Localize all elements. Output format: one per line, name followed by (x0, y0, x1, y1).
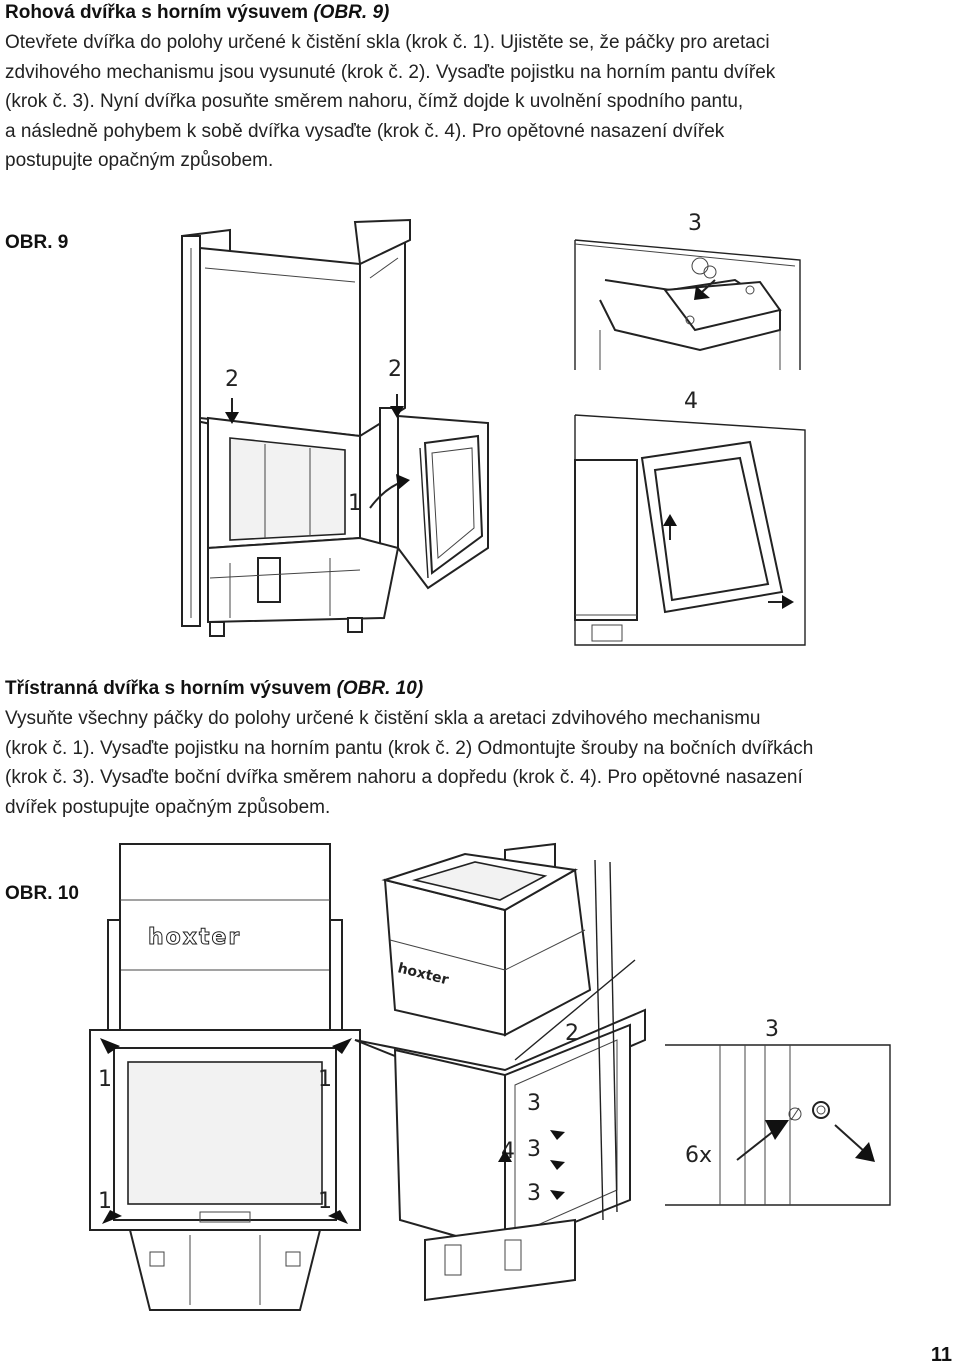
step-2-label: 2 (388, 357, 402, 382)
section1-paragraph: Otevřete dvířka do polohy určené k čistě… (5, 28, 950, 176)
step-3-label: 3 (765, 1017, 779, 1042)
paragraph-line: (krok č. 3). Nyní dvířka posuňte směrem … (5, 91, 744, 112)
step-3-label: 3 (688, 211, 702, 236)
page-number: 11 (930, 1344, 952, 1366)
paragraph-line: dvířek postupujte opačným způsobem. (5, 796, 331, 818)
figure9-fireplace-drawing: 2 2 1 (181, 218, 489, 637)
figure10-screw-detail: 3 6x (665, 1017, 891, 1206)
figure10-perspective-view: hoxter 2 3 3 3 4 (354, 842, 646, 1302)
section2-figure-ref: (OBR. 10) (336, 678, 424, 699)
paragraph-line: a následně pohybem k sobě dvířka vysaďte… (5, 120, 725, 142)
step-2-label: 2 (225, 367, 239, 392)
paragraph-line: Otevřete dvířka do polohy určené k čistě… (5, 32, 770, 53)
step-3-label: 3 (527, 1137, 541, 1162)
section2-paragraph: Vysuňte všechny páčky do polohy určené k… (5, 704, 950, 822)
step-1-label: 1 (318, 1189, 332, 1214)
section1-title: Rohová dvířka s horním výsuvem (5, 2, 314, 23)
step-1-label: 1 (98, 1067, 112, 1092)
step-2-label: 2 (565, 1021, 579, 1046)
step-3-label: 3 (527, 1181, 541, 1206)
hoxter-logo: hoxter (148, 925, 241, 950)
step-1-label: 1 (98, 1189, 112, 1214)
step-3-label: 3 (527, 1091, 541, 1116)
paragraph-line: zdvihového mechanismu jsou vysunuté (kro… (5, 61, 776, 83)
paragraph-line: (krok č. 3). Vysaďte boční dvířka směrem… (5, 767, 803, 788)
section2-heading: Třístranná dvířka s horním výsuvem (OBR.… (5, 678, 423, 700)
paragraph-line: postupujte opačným způsobem. (5, 150, 274, 171)
figure10-label: OBR. 10 (5, 883, 79, 904)
step-1-label: 1 (318, 1067, 332, 1092)
step-1-label: 1 (348, 491, 362, 516)
step-4-label: 4 (684, 389, 698, 414)
quantity-label: 6x (685, 1143, 712, 1168)
figure10-front-view: hoxter 1 1 1 1 (89, 843, 361, 1311)
figure9-hinge-detail: 3 (574, 211, 801, 370)
paragraph-line: (krok č. 1). Vysaďte pojistku na horním … (5, 737, 814, 759)
section1-figure-ref: (OBR. 9) (313, 2, 390, 23)
paragraph-line: Vysuňte všechny páčky do polohy určené k… (5, 708, 761, 729)
section1-heading: Rohová dvířka s horním výsuvem (OBR. 9) (5, 2, 389, 24)
figure9-label: OBR. 9 (5, 232, 69, 253)
figure9-door-removal-detail: 4 (574, 389, 806, 646)
section2-title: Třístranná dvířka s horním výsuvem (5, 678, 337, 699)
